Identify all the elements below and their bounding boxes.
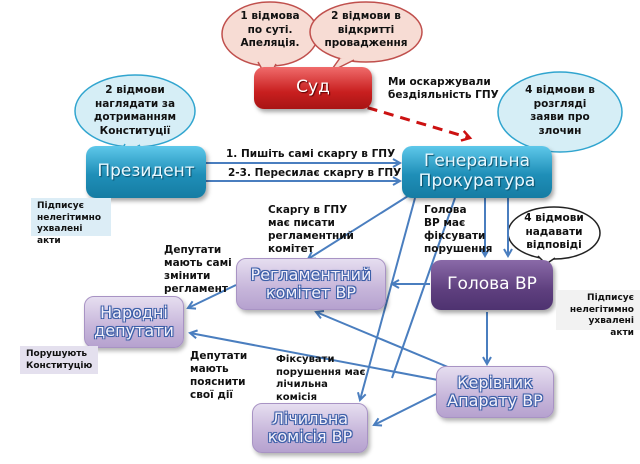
line: 2 відмови в [331,10,401,22]
line: нелегітимно [569,304,634,315]
line: Ми оскаржували [388,76,491,88]
node-prosecutor-label-2: Прокуратура [418,171,536,191]
line: Фіксувати [276,354,335,365]
arrow-apparatus-deputies [190,333,439,381]
line: 4 відмови [524,212,584,224]
note-head-vr: Підписує нелегітимно ухвалені акти [556,290,640,338]
bubble-head-vr-text: 4 відмови надавати відповіді [512,212,596,253]
line: наглядати за [94,97,176,110]
node-court[interactable]: Суд [254,67,372,109]
node-head-vr[interactable]: Голова ВР [431,260,553,310]
bubble-court-appeal-text: 1 відмова по суті. Апеляція. [228,10,312,51]
line: Підписує [37,201,84,211]
line: свої дії [190,389,234,402]
note-president: Підписує нелегітимно ухвалені акти [31,198,111,246]
line: надавати [525,225,583,238]
line: Скаргу в ГПУ [268,204,348,216]
line: Апеляція. [240,37,300,50]
line: мають самі [164,257,232,270]
line: ВР має [424,217,466,230]
label-gpu-reg: Скаргу в ГПУ має писати регламентний ком… [268,204,354,257]
node-reg-committee-label-1: Регламентний [250,264,372,284]
label-reg-deputies: Депутати мають самі змінити регламент [164,244,232,297]
node-head-vr-label: Голова ВР [447,274,537,295]
node-counting-label-2: комісія ВР [267,427,353,446]
line: комітет [268,243,314,256]
line: змінити [164,270,211,283]
node-court-label: Суд [296,77,330,98]
node-counting[interactable]: Лічильна комісія ВР [252,403,368,453]
arrow-gpu-reg [308,195,409,259]
node-apparatus-label-2: Апарату ВР [447,391,543,410]
bubble-head-vr [507,206,601,265]
node-deputies[interactable]: Народні депутати [84,296,184,348]
line: відкритті [337,23,395,36]
node-reg-committee-label-2: комітет ВР [265,283,357,302]
note-deputies: Порушують Конституцію [20,346,98,374]
line: 2 відмови [105,84,165,96]
line: заяви про [530,111,590,124]
line: Конституцію [26,360,93,371]
label-court-gpu: Ми оскаржували бездіяльність ГПУ [388,76,499,102]
arrow-apparatus-counting [374,393,437,425]
line: відповіді [526,239,582,252]
line: Депутати [164,244,222,256]
arrow-reg-deputies [188,284,237,308]
line: Підписує [587,293,634,303]
node-reg-committee[interactable]: Регламентний комітет ВР [236,258,386,310]
node-prosecutor-label-1: Генеральна [423,151,531,172]
line: Голова [424,204,467,216]
node-counting-label-1: Лічильна [271,408,349,428]
line: Конституції [99,124,171,137]
bubble-president-text: 2 відмови наглядати за дотриманням Конст… [80,84,190,139]
line: розгляді [533,97,587,110]
line: 4 відмови в [525,84,595,96]
line: нелегітимно [37,212,102,223]
node-prosecutor[interactable]: Генеральна Прокуратура [402,146,552,198]
node-apparatus-label-1: Керівник [457,372,533,392]
line: Депутати [190,350,248,362]
arrow-apparatus-reg [316,312,456,371]
line: лічильна [276,379,328,390]
bubble-prosecutor-text: 4 відмови в розгляді заяви про злочин [508,84,612,139]
line: бездіяльність ГПУ [388,89,499,102]
node-deputies-label-1: Народні [100,302,168,322]
line: фіксувати [424,230,486,243]
line: порушення має [276,366,366,378]
line: порушення [424,243,493,256]
line: пояснити [190,376,246,389]
line: мають [190,363,229,376]
line: по суті. [247,23,293,36]
line: має писати [268,217,335,230]
line: ухвалені акти [37,224,83,247]
line: провадження [324,37,408,50]
line: 1 відмова [240,10,300,22]
line: Порушують [26,349,88,359]
node-president-label: Президент [97,161,195,182]
node-president[interactable]: Президент [86,146,206,198]
node-deputies-label-2: депутати [94,321,174,340]
line: ухвалені акти [588,316,634,339]
label-counting: Фіксувати порушення має лічильна комісія [276,354,365,404]
label-pres-gpu-2: 2-3. Пересилає скаргу в ГПУ [228,167,402,179]
label-pres-gpu-1: 1. Пишіть самі скаргу в ГПУ [226,148,396,160]
label-app-deputies: Депутати мають пояснити свої дії [190,350,247,403]
line: злочин [538,124,582,137]
line: регламент [164,283,228,296]
node-apparatus[interactable]: Керівник Апарату ВР [436,366,554,418]
label-gpu-head: Голова ВР має фіксувати порушення [424,204,492,257]
line: регламентний [268,230,354,243]
line: комісія [276,391,318,403]
line: дотриманням [93,111,177,124]
bubble-court-open-text: 2 відмови в відкритті провадження [316,10,416,51]
